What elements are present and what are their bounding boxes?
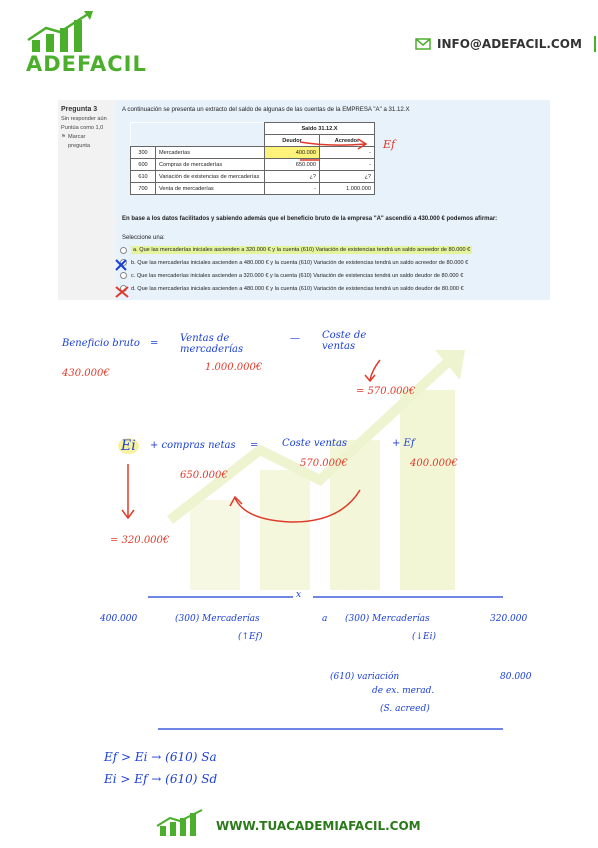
- note-beneficio: Beneficio bruto: [62, 338, 140, 349]
- question-intro: A continuación se presenta un extracto d…: [122, 106, 410, 113]
- accounts-table: Saldo 31.12.X Deudor Acreedor 300 Mercad…: [130, 122, 375, 195]
- journal-a: a: [322, 614, 328, 624]
- credit-value: ¿?: [319, 170, 375, 183]
- journal-credit-account: (300) Mercaderías: [345, 614, 430, 624]
- journal-debit-sub: (↑Ef): [238, 632, 263, 642]
- note-ventas-value: 1.000.000€: [205, 362, 263, 373]
- question-score: Puntúa como 1,0: [61, 125, 104, 132]
- mail-icon: [415, 38, 431, 50]
- option-b[interactable]: b. Que las mercaderías iniciales asciend…: [120, 259, 468, 266]
- question-prompt: En base a los datos facilitados y sabien…: [122, 216, 498, 222]
- account-code: 600: [130, 158, 156, 171]
- note-ef-value: 400.000€: [410, 458, 458, 469]
- note-ventas: Ventas de mercaderías: [180, 333, 244, 355]
- note-coste-value: = 570.000€: [356, 386, 416, 397]
- account-name: Mercaderías: [155, 146, 265, 159]
- debit-value: 400.000: [264, 146, 320, 159]
- journal-var-sub: (S. acreed): [380, 704, 430, 714]
- credit-value: 1.000.000: [319, 182, 375, 195]
- journal-separator-top: [148, 596, 503, 598]
- journal-var-account: (610) variación: [330, 672, 400, 682]
- header-divider: [593, 36, 596, 52]
- note-coste-ventas: Coste ventas: [282, 438, 348, 449]
- debit-value: -: [264, 182, 320, 195]
- question-info-panel: Pregunta 3 Sin responder aún Puntúa como…: [58, 100, 116, 300]
- note-compras: + compras netas: [150, 440, 236, 451]
- option-c-text: c. Que las mercaderías iniciales asciend…: [131, 272, 464, 279]
- account-name: Venta de mercaderías: [155, 182, 265, 195]
- rule-ei-greater: Ei > Ef → (610) Sd: [104, 772, 218, 786]
- journal-credit-amount: 320.000: [490, 614, 528, 624]
- account-name: Variación de existencias de mercaderías: [155, 170, 265, 183]
- flag-question[interactable]: ⚑ Marcar pregunta: [61, 133, 113, 151]
- journal-separator-bottom: [158, 728, 503, 730]
- radio-c[interactable]: [120, 272, 127, 279]
- note-coste-ventas-value: 570.000€: [300, 458, 348, 469]
- table-row: 610 Variación de existencias de mercader…: [130, 170, 375, 183]
- journal-credit-sub: (↓Ei): [412, 632, 437, 642]
- red-down-arrow: [364, 359, 381, 383]
- flag-icon: ⚑: [61, 134, 67, 141]
- journal-debit-amount: 400.000: [100, 614, 138, 624]
- question-content: A continuación se presenta un extracto d…: [116, 100, 550, 300]
- account-code: 610: [130, 170, 156, 183]
- journal-var-account2: de ex. merad.: [372, 686, 435, 696]
- footer-url[interactable]: WWW.TUACADEMIAFACIL.COM: [216, 819, 421, 833]
- logo-text: ADEFACIL: [26, 52, 147, 76]
- option-d[interactable]: d. Que las mercaderías iniciales asciend…: [120, 285, 464, 292]
- account-name: Compras de mercaderías: [155, 158, 265, 171]
- red-curve-arrow: [229, 489, 361, 523]
- question-status: Sin responder aún: [61, 116, 107, 123]
- note-eq2: =: [250, 440, 259, 451]
- email-contact[interactable]: INFO@ADEFACIL.COM: [415, 36, 596, 52]
- journal-debit-account: (300) Mercaderías: [175, 614, 260, 624]
- growth-chart-watermark: [166, 350, 465, 590]
- footer-logo-icon: [156, 809, 203, 836]
- note-ei: Ei: [118, 438, 139, 454]
- option-a-text: a. Que las mercaderías iniciales asciend…: [131, 246, 473, 254]
- question-number: Pregunta 3: [61, 106, 98, 113]
- note-coste: Coste de ventas: [322, 330, 367, 352]
- account-code: 700: [130, 182, 156, 195]
- ef-arrow-label: Ef: [383, 138, 396, 151]
- note-eq1: =: [150, 338, 159, 349]
- blue-cross-icon: [115, 259, 127, 271]
- rule-ef-greater: Ef > Ei → (610) Sa: [104, 750, 217, 764]
- radio-a[interactable]: [120, 246, 127, 254]
- journal-x-mark: x: [296, 590, 302, 600]
- debit-value: ¿?: [264, 170, 320, 183]
- select-label: Seleccione una:: [122, 235, 165, 241]
- option-b-text: b. Que las mercaderías iniciales asciend…: [131, 259, 469, 266]
- note-compras-value: 650.000€: [180, 470, 228, 481]
- account-code: 300: [130, 146, 156, 159]
- table-row: 700 Venta de mercaderías - 1.000.000: [130, 182, 375, 195]
- note-minus: —: [290, 333, 300, 344]
- red-arrow-annotation: [300, 138, 368, 161]
- option-c[interactable]: c. Que las mercaderías iniciales asciend…: [120, 272, 463, 279]
- note-ei-result: = 320.000€: [110, 535, 170, 546]
- note-plus-ef: + Ef: [392, 438, 415, 449]
- flag-label: Marcar pregunta: [68, 134, 91, 149]
- logo-icon: [27, 11, 93, 52]
- red-cross-icon: [115, 286, 129, 298]
- note-beneficio-value: 430.000€: [62, 368, 110, 379]
- option-a[interactable]: a. Que las mercaderías iniciales asciend…: [120, 246, 473, 254]
- red-ei-arrow: [121, 464, 135, 520]
- email-text: INFO@ADEFACIL.COM: [437, 37, 582, 51]
- option-d-text: d. Que las mercaderías iniciales asciend…: [131, 285, 464, 292]
- journal-var-amount: 80.000: [500, 672, 532, 682]
